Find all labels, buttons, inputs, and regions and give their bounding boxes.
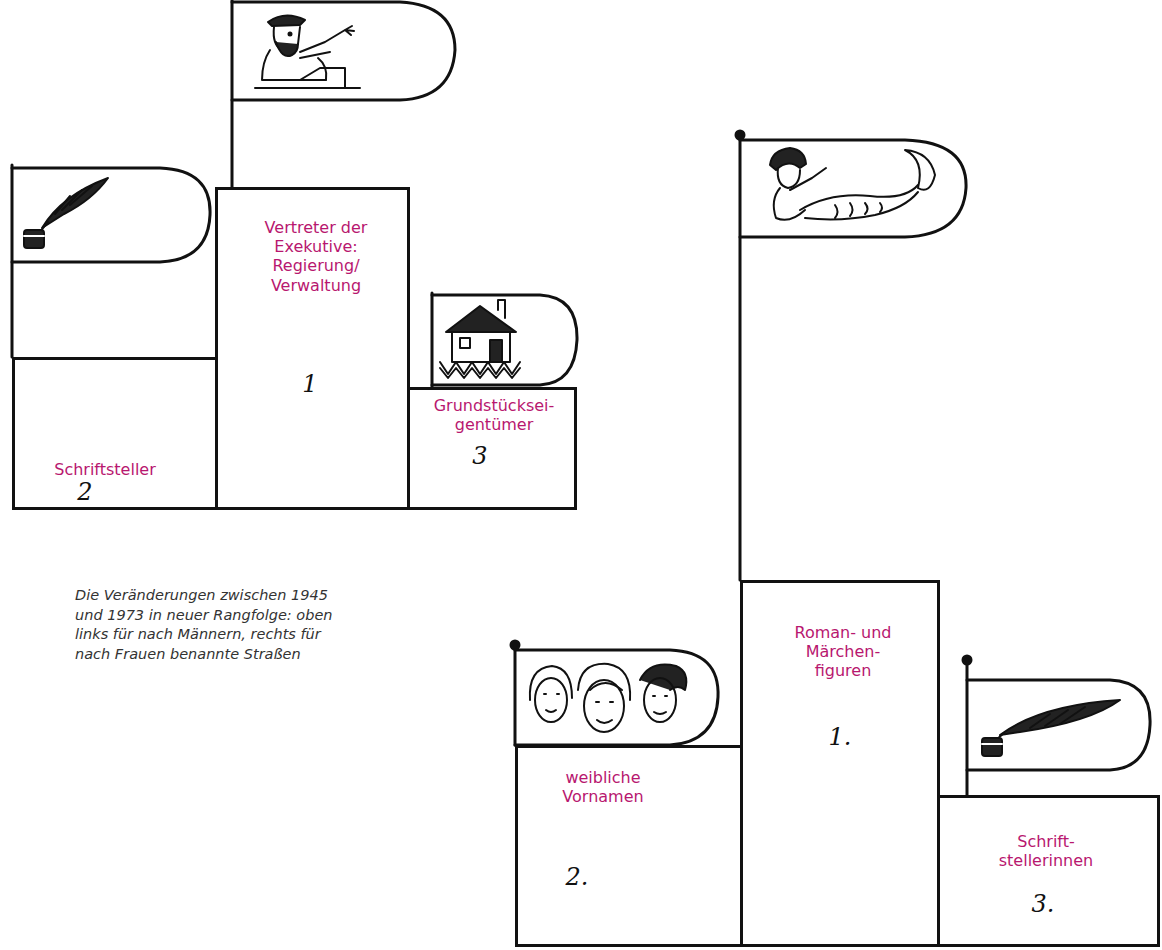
rank-number: 3. (1018, 890, 1068, 918)
rank-number: 2 (65, 478, 105, 506)
rank-number: 1 (290, 370, 330, 398)
caption: Die Veränderungen zwischen 1945 und 1973… (75, 586, 347, 664)
speaker-symbol (255, 15, 360, 88)
category-label: Grundstücksei- gentümer (428, 396, 560, 434)
flag (12, 165, 210, 357)
flag (511, 641, 718, 745)
mermaid-symbol (770, 148, 935, 220)
podium-step: Schrift- stellerinnen 3. (940, 795, 1160, 947)
podium-step: weibliche Vornamen 2. (515, 745, 740, 947)
rank-number: 3 (460, 442, 500, 470)
flag (963, 656, 1150, 795)
podium-step: Grundstücksei- gentümer 3 (410, 387, 577, 510)
flag (232, 0, 455, 187)
podium-step: Vertreter der Exekutive: Regierung/ Verw… (215, 187, 410, 510)
category-label: weibliche Vornamen (548, 768, 658, 806)
podium-step: Schriftsteller2 (12, 357, 215, 510)
flag (736, 131, 966, 580)
category-label: Roman- und Märchen- figuren (788, 623, 898, 681)
podium-step: Roman- und Märchen- figuren 1. (740, 580, 940, 947)
category-label: Vertreter der Exekutive: Regierung/ Verw… (254, 218, 378, 295)
category-label: Schrift- stellerinnen (990, 832, 1102, 870)
house-symbol (440, 300, 520, 378)
faces-symbol (530, 664, 686, 732)
quill-symbol (982, 700, 1120, 756)
rank-number: 2. (552, 863, 602, 891)
category-label: Schriftsteller (40, 460, 170, 479)
rank-number: 1. (815, 723, 865, 751)
flag (432, 293, 577, 387)
quill-symbol (24, 178, 108, 248)
